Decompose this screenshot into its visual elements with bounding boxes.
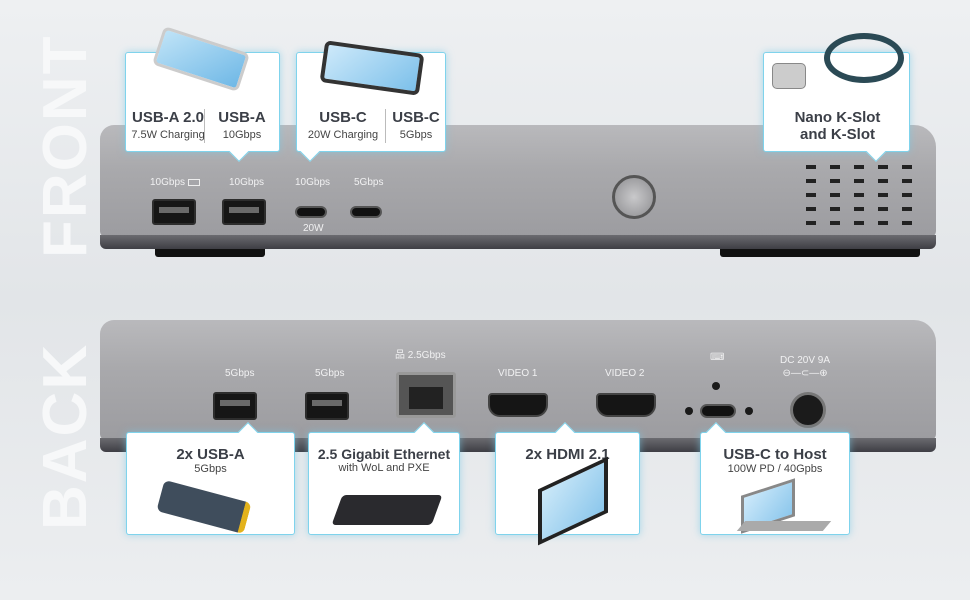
callout-sub: 100W PD / 40Gpbs (727, 463, 823, 475)
callout-title: 2x HDMI 2.1 (525, 446, 610, 463)
callout-sub: 5Gbps (399, 129, 433, 141)
callout-title: Nano K-Slot and K-Slot (794, 109, 881, 143)
power-label: DC 20V 9A⊖—⊂—⊕ (780, 355, 831, 379)
power-button[interactable] (612, 175, 656, 219)
callout-kslot: Nano K-Slot and K-Slot (763, 33, 910, 162)
tablet-image (319, 40, 425, 96)
callout-title: USB-A 2.0 (132, 109, 204, 126)
port-label: 品 2.5Gbps (395, 350, 446, 361)
lock-cable-image (824, 33, 904, 83)
port-label: 10Gbps (229, 177, 265, 188)
usb-a-port (213, 392, 257, 420)
dock-foot (720, 249, 920, 257)
port-label: 10Gbps (295, 177, 331, 188)
callout-hdmi: 2x HDMI 2.1 (495, 422, 640, 546)
dock-foot (155, 249, 265, 257)
network-switch-image (331, 495, 443, 525)
indicator-led (745, 407, 753, 415)
indicator-led (712, 382, 720, 390)
callout-usb-c-host: USB-C to Host 100W PD / 40Gpbs (700, 422, 850, 535)
usb-a-port (305, 392, 349, 420)
callout-title: 2.5 Gigabit Ethernet (317, 446, 451, 462)
port-label: 5Gbps (315, 368, 345, 379)
usb-c-port (350, 206, 382, 218)
back-side-label: BACK (31, 342, 100, 530)
callout-title: USB-C to Host (723, 446, 827, 463)
vent-grille (800, 165, 920, 225)
dock-base (100, 235, 936, 249)
callout-title: USB-C (319, 109, 367, 126)
port-label: 5Gbps (225, 368, 255, 379)
hdmi-port (596, 393, 656, 417)
usb-a-port (152, 199, 196, 225)
front-side-label: FRONT (31, 34, 100, 258)
callout-ethernet: 2.5 Gigabit Ethernet with WoL and PXE (308, 422, 460, 535)
laptop-icon: ⌨ (710, 352, 725, 363)
phone-image (152, 26, 250, 92)
port-label: VIDEO 2 (605, 368, 645, 379)
indicator-led (685, 407, 693, 415)
callout-title: USB-A (218, 109, 266, 126)
callout-sub: 7.5W Charging (131, 129, 205, 141)
monitor-image (538, 456, 608, 546)
battery-charging-icon (187, 178, 200, 186)
network-icon: 品 (395, 350, 405, 361)
port-label: 10Gbps (150, 177, 200, 188)
usb-c-power-label: 20W (303, 223, 324, 234)
callout-sub: 5Gbps (194, 463, 227, 475)
callout-usb-a-front: USB-A 2.0 7.5W Charging USB-A 10Gbps (125, 26, 280, 162)
usb-a-port (222, 199, 266, 225)
hdmi-port (488, 393, 548, 417)
port-label: 5Gbps (354, 177, 384, 188)
ethernet-port (396, 372, 456, 418)
dock-back-view: 5Gbps 5Gbps 品 2.5Gbps VIDEO 1 VIDEO 2 ⌨ … (100, 320, 936, 452)
usb-c-port (295, 206, 327, 218)
callout-title: 2x USB-A (176, 446, 245, 463)
port-label: VIDEO 1 (498, 368, 538, 379)
usb-c-host-port (700, 404, 736, 418)
callout-sub: 20W Charging (307, 129, 379, 141)
callout-sub: with WoL and PXE (338, 462, 430, 474)
callout-sub: 10Gbps (222, 129, 262, 141)
dc-power-jack (790, 392, 826, 428)
lock-image (772, 63, 806, 89)
callout-usb-a-back: 2x USB-A 5Gbps (126, 422, 295, 535)
callout-title: USB-C (392, 109, 440, 126)
callout-usb-c-front: USB-C 20W Charging USB-C 5Gbps (296, 40, 446, 162)
external-ssd-image (156, 479, 252, 535)
